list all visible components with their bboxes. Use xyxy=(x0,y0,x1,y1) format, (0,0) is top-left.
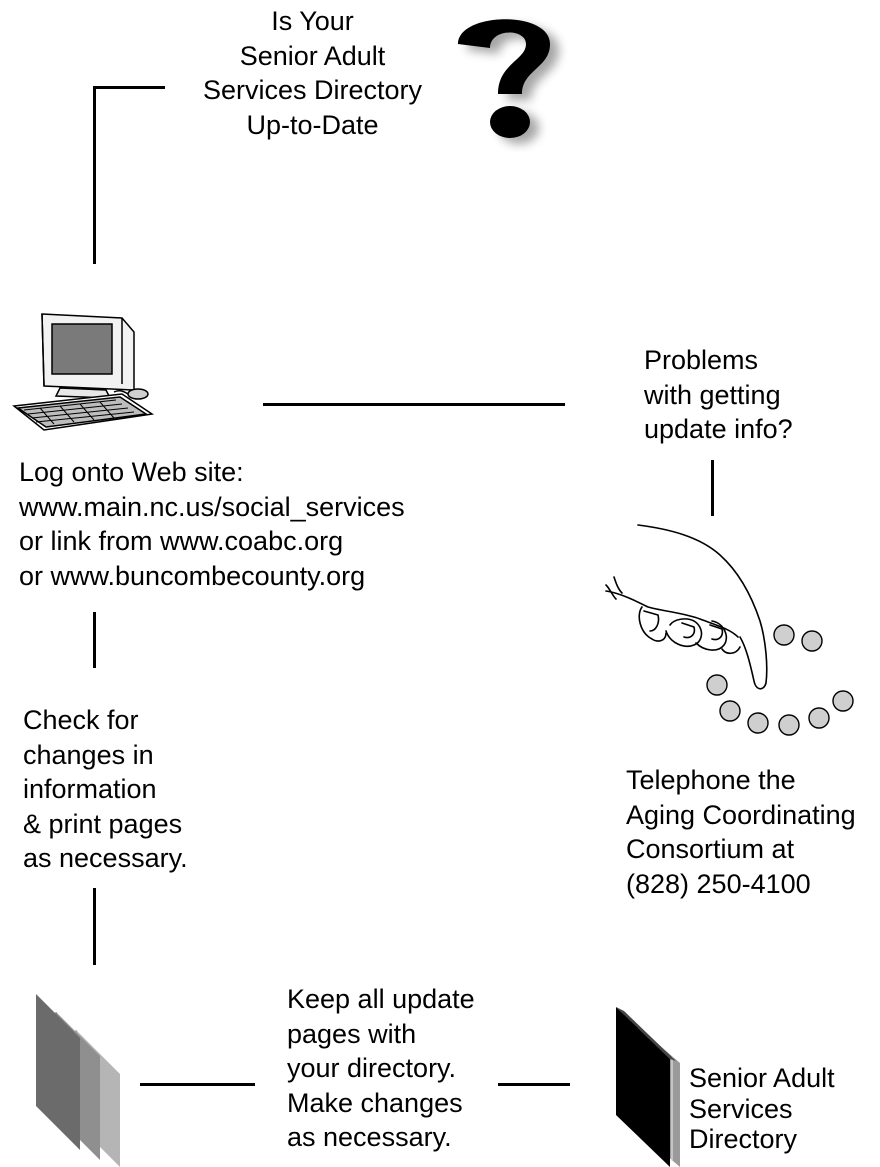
connector-line xyxy=(93,888,96,965)
keep-step-line: your directory. xyxy=(287,1053,457,1083)
phone-number: (828) 250-4100 xyxy=(626,868,811,899)
connector-line xyxy=(140,1083,255,1086)
computer-icon xyxy=(12,313,155,431)
directory-line: Services xyxy=(689,1093,793,1124)
directory-line: Senior Adult xyxy=(689,1063,835,1093)
web-site-url: www.main.nc.us/social_services xyxy=(19,491,405,522)
connector-line xyxy=(93,86,96,264)
keep-step-line: Keep all update xyxy=(287,984,475,1014)
title-line: Services Directory xyxy=(202,75,423,105)
keep-step-line: as necessary. xyxy=(287,1122,452,1152)
keep-pages-step-text: Keep all update pages with your director… xyxy=(287,982,475,1155)
problems-line: Problems xyxy=(644,345,759,375)
problems-text: Problems with getting update info? xyxy=(644,343,793,447)
directory-book-text: Senior Adult Services Directory xyxy=(689,1063,835,1155)
check-changes-step-text: Check for changes in information & print… xyxy=(23,703,188,876)
directory-line: Directory xyxy=(689,1124,798,1154)
title-line: Is Your xyxy=(271,6,354,36)
hand-dialing-phone-icon xyxy=(605,524,854,736)
web-site-step-text: Log onto Web site: www.main.nc.us/social… xyxy=(19,455,405,593)
title-line: Up-to-Date xyxy=(246,109,379,140)
connector-line xyxy=(93,612,96,668)
connector-line xyxy=(263,403,565,406)
telephone-line: Consortium at xyxy=(626,834,795,864)
check-step-line: as necessary. xyxy=(23,843,188,873)
keep-step-line: Make changes xyxy=(287,1087,463,1118)
connector-line xyxy=(711,460,714,516)
directory-book-icon xyxy=(616,1007,680,1167)
check-step-line: information xyxy=(23,774,157,804)
web-step-line: or link from www.coabc.org xyxy=(19,526,344,556)
web-step-line: or www.buncombecounty.org xyxy=(19,560,366,591)
problems-line: with getting xyxy=(644,379,781,410)
problems-line: update info? xyxy=(644,414,793,444)
pages-stack-icon xyxy=(36,994,120,1167)
question-mark-icon xyxy=(458,19,559,144)
telephone-line: Aging Coordinating xyxy=(626,799,856,830)
connector-line xyxy=(498,1083,570,1086)
telephone-line: Telephone the xyxy=(626,765,796,795)
connector-line xyxy=(93,86,165,89)
web-step-line: Log onto Web site: xyxy=(19,457,244,487)
check-step-line: & print pages xyxy=(23,808,183,839)
check-step-line: Check for xyxy=(23,705,139,735)
title-line: Senior Adult xyxy=(239,40,386,71)
keep-step-line: pages with xyxy=(287,1018,417,1049)
telephone-text: Telephone the Aging Coordinating Consort… xyxy=(626,763,856,901)
check-step-line: changes in xyxy=(23,739,154,770)
title-text: Is Your Senior Adult Services Directory … xyxy=(180,4,445,142)
